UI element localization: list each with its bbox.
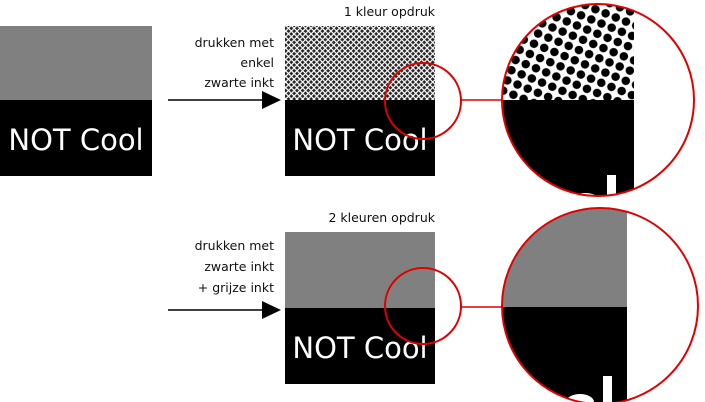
- row1-description-line-3: zwarte inkt: [204, 75, 274, 90]
- row2-description-line-2: zwarte inkt: [204, 259, 274, 274]
- row1-description-line-1: drukken met: [195, 35, 274, 50]
- arrow-row2: [168, 301, 281, 319]
- zoom-circle-large-row1: [501, 3, 695, 197]
- magnified-solid-gray: [502, 208, 627, 402]
- logo-text: NOT Cool: [8, 123, 143, 157]
- arrow-row1: [168, 91, 281, 109]
- logo-text: NOT Cool: [292, 123, 427, 157]
- two-color-print: NOT Cool: [285, 232, 435, 384]
- row1-title: 1 kleur opdruk: [344, 4, 436, 19]
- row2-title: 2 kleuren opdruk: [328, 210, 435, 225]
- magnified-halftone: [502, 4, 634, 196]
- one-color-print: NOT Cool: [285, 26, 435, 176]
- zoom-circle-small-row2: [384, 267, 462, 345]
- zoom-circle-small-row1: [384, 62, 462, 140]
- row2-description-line-1: drukken met: [195, 238, 274, 253]
- zoom-circle-large-row2: [501, 207, 699, 402]
- row2-description-line-3: + grijze inkt: [198, 280, 274, 295]
- original-logo: NOT Cool: [0, 26, 152, 176]
- row1-description-line-2: enkel: [240, 55, 274, 70]
- logo-text: NOT Cool: [292, 331, 427, 365]
